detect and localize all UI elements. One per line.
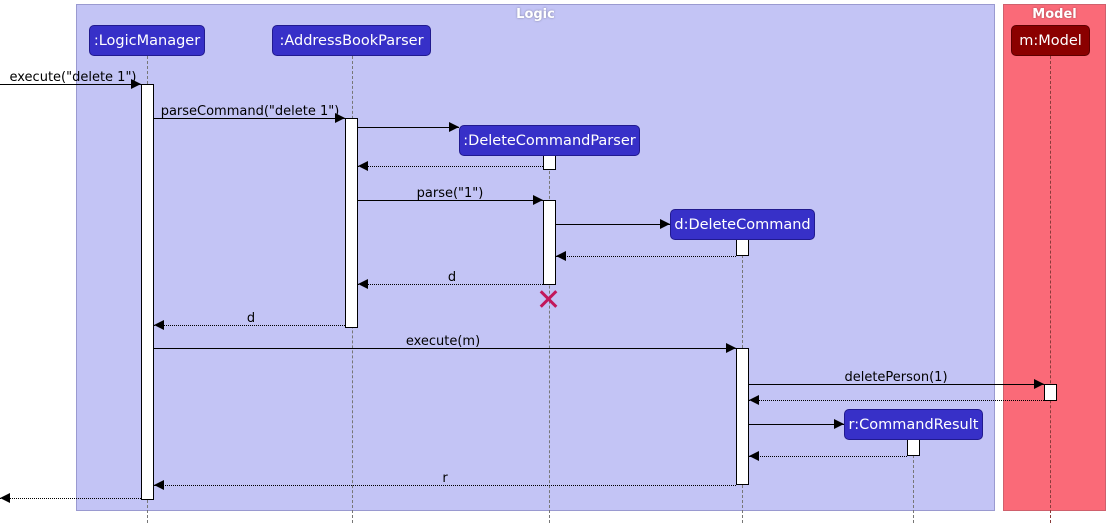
message-label-m8: d [447,270,457,285]
object-box-logic_manager[interactable]: :LogicManager [89,25,205,56]
arrowhead-m10 [726,343,736,353]
message-line-m7 [556,256,736,257]
message-line-m2 [154,118,345,119]
message-line-m3 [358,127,459,128]
object-box-delete_command[interactable]: d:DeleteCommand [670,209,815,240]
arrowhead-m15 [154,480,164,490]
arrowhead-m12 [749,395,759,405]
lifeline-command_result [913,440,914,523]
activation-bar-delete_command_parser-3 [543,200,556,285]
message-label-m15: r [442,471,448,486]
message-label-m1: execute("delete 1") [9,70,137,85]
object-box-address_book_parser[interactable]: :AddressBookParser [272,25,431,56]
message-label-m9: d [246,311,256,326]
arrowhead-m14 [749,451,759,461]
arrowhead-m3 [449,122,459,132]
message-label-m11: deletePerson(1) [844,370,948,385]
arrowhead-m2 [335,113,345,123]
message-line-m11 [749,384,1044,385]
message-line-m12 [749,400,1044,401]
message-line-m13 [749,424,844,425]
activation-bar-delete_command-5 [736,348,749,485]
message-line-m8 [358,284,543,285]
object-box-model[interactable]: m:Model [1011,25,1090,56]
activation-bar-command_result-6 [907,438,920,456]
message-label-m2: parseCommand("delete 1") [160,104,340,119]
message-line-m1 [0,84,141,85]
message-line-m6 [556,224,670,225]
message-line-m16 [0,498,141,499]
arrowhead-m4 [358,161,368,171]
message-line-m14 [749,456,907,457]
arrowhead-m5 [533,195,543,205]
message-label-m10: execute(m) [405,334,481,349]
message-line-m4 [358,166,543,167]
message-label-m5: parse("1") [416,186,484,201]
region-model [1003,4,1106,511]
lifeline-model [1050,56,1051,523]
region-label-logic: Logic [516,7,555,22]
lifeline-delete_command_parser [549,156,550,523]
arrowhead-m8 [358,279,368,289]
message-line-m5 [358,200,543,201]
arrowhead-m1 [131,79,141,89]
arrowhead-m11 [1034,379,1044,389]
activation-bar-delete_command-4 [736,238,749,256]
arrowhead-m9 [154,320,164,330]
object-label-address_book_parser: :AddressBookParser [279,32,424,49]
arrowhead-m16 [0,493,10,503]
arrowhead-m13 [834,419,844,429]
arrowhead-m6 [660,219,670,229]
region-label-model: Model [1032,7,1077,22]
object-label-logic_manager: :LogicManager [93,32,201,49]
object-label-delete_command: d:DeleteCommand [674,216,811,233]
message-line-m15 [154,485,736,486]
arrowhead-m7 [556,251,566,261]
message-line-m10 [154,348,736,349]
object-label-model: m:Model [1019,32,1082,49]
message-line-m9 [154,325,345,326]
object-label-delete_command_parser: :DeleteCommandParser [463,132,636,149]
object-box-command_result[interactable]: r:CommandResult [844,409,983,440]
object-box-delete_command_parser[interactable]: :DeleteCommandParser [459,125,640,156]
activation-bar-model-7 [1044,384,1057,401]
object-label-command_result: r:CommandResult [848,416,979,433]
activation-bar-logic_manager-0 [141,84,154,500]
activation-bar-address_book_parser-1 [345,118,358,328]
destroy-mark-delete_command_parser [538,288,560,310]
